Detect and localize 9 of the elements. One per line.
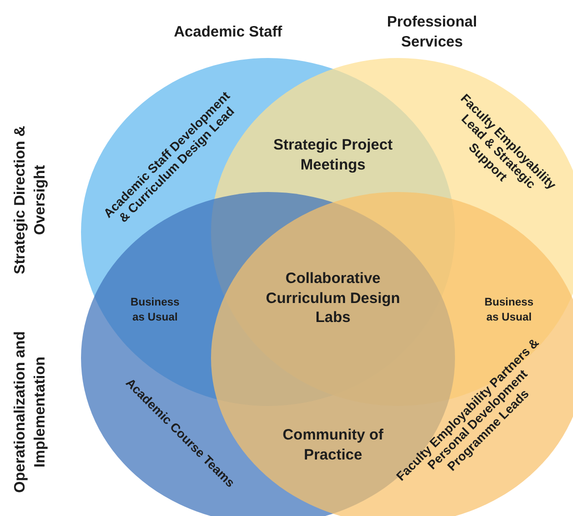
- column-heading: Academic Staff: [172, 22, 284, 42]
- region-label: Business as Usual: [130, 296, 180, 326]
- row-heading: Strategic Direction & Oversight: [10, 124, 49, 276]
- region-label: Community of Practice: [282, 426, 384, 464]
- region-label: Collaborative Curriculum Design Labs: [264, 268, 402, 328]
- region-label: Business as Usual: [484, 296, 534, 326]
- row-heading: Operationalization and Implementation: [10, 330, 49, 495]
- column-heading: Professional Services: [386, 12, 478, 52]
- region-label: Strategic Project Meetings: [272, 136, 394, 174]
